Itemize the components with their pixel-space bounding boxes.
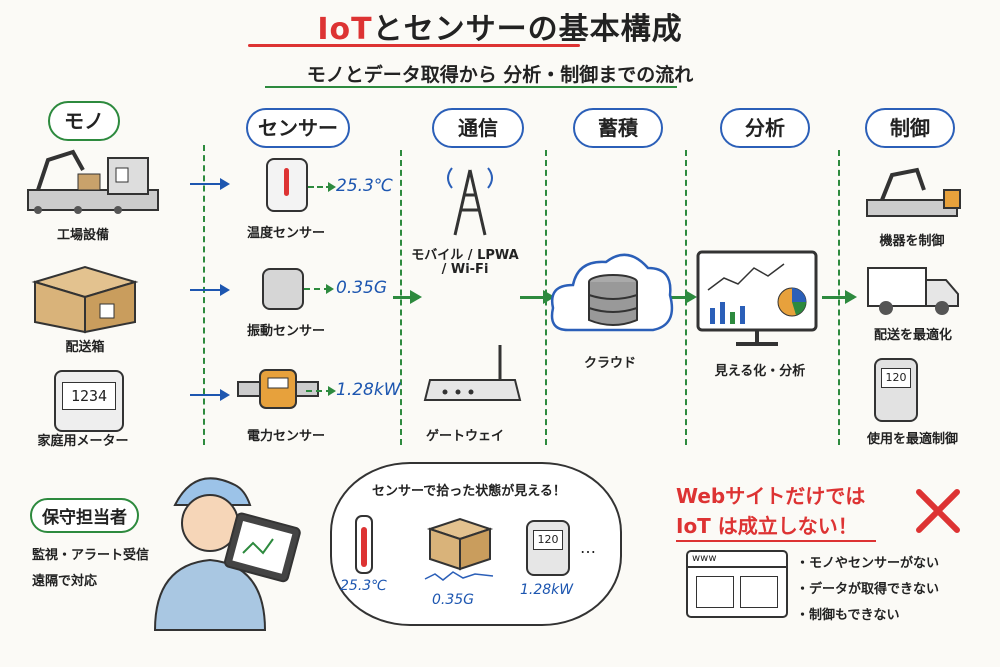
browser-image-block	[740, 576, 778, 608]
note-underline	[676, 540, 876, 542]
flow-arrow	[666, 290, 697, 304]
flow-arrow	[190, 389, 230, 401]
antenna-tower-icon	[447, 167, 493, 236]
comm-mobile-label: モバイル / LPWA	[411, 248, 519, 263]
note-line1: Webサイトだけでは	[676, 484, 866, 508]
note-bullet-2: ・データが取得できない	[796, 582, 940, 597]
factory-icon	[27, 149, 159, 214]
flow-arrow	[190, 284, 230, 296]
smart-meter-display: 120	[881, 368, 911, 388]
column-header-comm: 通信	[432, 108, 524, 148]
sensor-value-temp: 25.3℃	[336, 176, 393, 196]
reading-arrow	[304, 284, 334, 294]
robot-arm-icon	[866, 167, 961, 217]
bubble-power-value: 1.28kW	[520, 582, 574, 598]
bubble-vibration-value: 0.35G	[432, 592, 475, 608]
column-header-sensor: センサー	[246, 108, 350, 148]
sensor-label-power: 電力センサー	[246, 429, 325, 444]
sensor-label-temp: 温度センサー	[246, 226, 325, 241]
maintenance-line1: 監視・アラート受信	[32, 548, 150, 563]
note-line2: IoT は成立しない！	[676, 514, 858, 538]
bubble-ellipsis: …	[580, 538, 596, 557]
sensor-value-vibration: 0.35G	[336, 278, 388, 298]
bubble-package-icon	[424, 517, 494, 581]
page-subtitle: モノとデータ取得から 分析・制御までの流れ	[306, 64, 694, 86]
package-icon	[31, 265, 139, 334]
meter-display: 1234	[62, 382, 116, 410]
bubble-title: センサーで拾った状態が見える！	[372, 484, 566, 499]
browser-address-label: www	[688, 552, 786, 568]
dashboard-monitor-icon	[696, 250, 818, 346]
power-sensor-icon	[237, 369, 319, 409]
column-header-store: 蓄積	[573, 108, 663, 148]
flow-arrow	[393, 290, 422, 304]
note-bullet-3: ・制御もできない	[796, 608, 900, 623]
comm-gateway-label: ゲートウェイ	[425, 429, 504, 444]
bubble-meter-icon: 120	[526, 520, 570, 576]
sensor-value-power: 1.28kW	[336, 380, 401, 400]
bubble-temp-value: 25.3℃	[340, 578, 387, 594]
title-underline	[248, 44, 580, 47]
bubble-thermometer-icon	[355, 515, 373, 574]
gateway-router-icon	[423, 345, 522, 401]
flow-arrow	[190, 178, 230, 190]
reading-arrow	[308, 182, 336, 192]
analysis-label: 見える化・分析	[714, 364, 806, 379]
thermometer-icon	[266, 158, 308, 212]
sensor-label-vibration: 振動センサー	[246, 324, 325, 339]
divider	[203, 145, 205, 445]
browser-window-icon: www	[686, 550, 788, 618]
comm-wifi-label: / Wi-Fi	[441, 262, 489, 277]
column-header-analysis: 分析	[720, 108, 810, 148]
cross-mark-icon	[916, 489, 960, 533]
thing-label-package: 配送箱	[65, 340, 105, 355]
worker-with-tablet-illustration	[153, 477, 301, 631]
smart-meter-icon: 120	[874, 358, 918, 422]
control-label-usage: 使用を最適制御	[866, 432, 958, 447]
thing-label-factory: 工場設備	[56, 228, 109, 243]
title-rest: とセンサーの基本構成	[372, 12, 683, 47]
control-label-machine: 機器を制御	[879, 234, 945, 249]
flow-arrow	[822, 290, 857, 304]
control-label-delivery: 配送を最適化	[873, 328, 952, 343]
maintenance-title: 保守担当者	[30, 498, 139, 533]
title-prefix: IoT	[317, 12, 373, 47]
note-bullet-1: ・モノやセンサーがない	[796, 556, 940, 571]
truck-icon	[867, 267, 959, 315]
column-header-control: 制御	[865, 108, 955, 148]
store-cloud-label: クラウド	[583, 356, 636, 371]
meter-device: 1234	[54, 370, 124, 432]
subtitle-underline	[265, 86, 677, 88]
browser-content-block	[696, 576, 734, 608]
cloud-database-icon	[550, 253, 674, 332]
column-header-mono: モノ	[48, 101, 120, 141]
vibration-sensor-icon	[262, 268, 304, 310]
reading-arrow	[306, 386, 336, 396]
thing-label-meter: 家庭用メーター	[37, 434, 129, 449]
bubble-meter-display: 120	[533, 530, 563, 550]
maintenance-line2: 遠隔で対応	[32, 574, 98, 589]
page-title: IoTとセンサーの基本構成	[0, 4, 1000, 48]
